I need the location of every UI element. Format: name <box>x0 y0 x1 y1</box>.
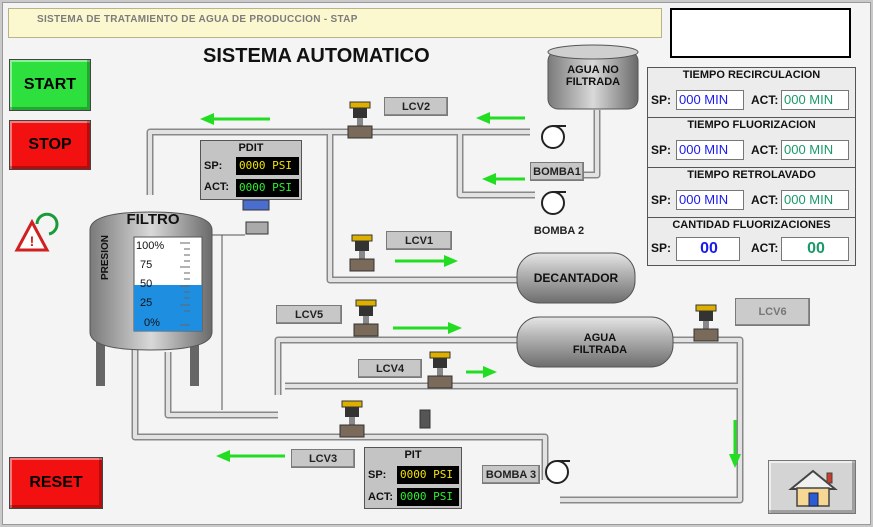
retrolavado-act-label: ACT: <box>751 193 779 207</box>
retrolavado-section: TIEMPO RETROLAVADO SP: 000 MIN ACT: 000 … <box>648 168 855 218</box>
stop-button[interactable]: STOP <box>9 120 91 170</box>
pdit-act-label: ACT: <box>204 181 230 193</box>
recirculacion-act-value: 000 MIN <box>781 90 849 110</box>
page-heading: SISTEMA AUTOMATICO <box>203 45 430 67</box>
pdit-sp-value[interactable]: 0000 PSI <box>236 157 299 175</box>
cantidad-act-label: ACT: <box>751 241 779 255</box>
gauge-tick-75: 75 <box>140 259 153 271</box>
retrolavado-sp-label: SP: <box>651 193 672 207</box>
pit-panel: PIT SP: 0000 PSI ACT: 0000 PSI <box>364 447 462 509</box>
alarm-reset-icon: ! <box>14 212 59 252</box>
pit-sp-value[interactable]: 0000 PSI <box>397 466 459 484</box>
pumps <box>541 125 570 484</box>
pdit-sp-label: SP: <box>204 160 223 172</box>
home-button[interactable] <box>768 460 856 514</box>
svg-text:!: ! <box>30 233 35 249</box>
flow-arrows <box>200 112 741 468</box>
decantador-tank <box>516 252 636 304</box>
recirculacion-section: TIEMPO RECIRCULACION SP: 000 MIN ACT: 00… <box>648 68 855 118</box>
pdit-act-value: 0000 PSI <box>236 179 299 197</box>
reset-button[interactable]: RESET <box>9 457 103 509</box>
cantidad-title: CANTIDAD FLUORIZACIONES <box>672 219 831 231</box>
cantidad-sp-label: SP: <box>651 241 672 255</box>
pdit-panel: PDIT SP: 0000 PSI ACT: 0000 PSI <box>200 140 302 200</box>
recirculacion-title: TIEMPO RECIRCULACION <box>682 69 821 81</box>
timers-panel: TIEMPO RECIRCULACION SP: 000 MIN ACT: 00… <box>647 67 856 266</box>
alarm-display <box>670 8 851 58</box>
bomba2-tag[interactable]: BOMBA 2 <box>533 224 585 237</box>
gauge-tick-50: 50 <box>140 278 153 290</box>
lcv1-tag[interactable]: LCV1 <box>386 231 452 250</box>
agua-filtrada-label: AGUA FILTRADA <box>572 332 628 356</box>
agua-no-filtrada-tank <box>547 44 639 110</box>
bomba3-tag[interactable]: BOMBA 3 <box>482 465 540 484</box>
fluorizacion-section: TIEMPO FLUORIZACION SP: 000 MIN ACT: 000… <box>648 118 855 168</box>
retrolavado-sp-value[interactable]: 000 MIN <box>676 190 744 210</box>
gauge-tick-0: 0% <box>144 317 160 329</box>
pit-sp-label: SP: <box>368 469 387 481</box>
fluorizacion-title: TIEMPO FLUORIZACION <box>687 119 816 131</box>
gauge-tick-100: 100% <box>136 240 165 252</box>
fluorizacion-sp-label: SP: <box>651 143 672 157</box>
agua-no-filtrada-label: AGUA NO FILTRADA <box>565 64 621 88</box>
fluorizacion-act-value: 000 MIN <box>781 140 849 160</box>
pdit-title: PDIT <box>238 142 264 154</box>
start-button[interactable]: START <box>9 59 91 111</box>
recirculacion-sp-value[interactable]: 000 MIN <box>676 90 744 110</box>
pit-act-label: ACT: <box>368 491 394 503</box>
agua-filtrada-tank <box>516 316 674 368</box>
retrolavado-act-value: 000 MIN <box>781 190 849 210</box>
retrolavado-title: TIEMPO RETROLAVADO <box>687 169 816 181</box>
control-valves <box>339 101 719 438</box>
fluorizacion-act-label: ACT: <box>751 143 779 157</box>
presion-label: PRESION <box>100 234 111 280</box>
pit-title: PIT <box>404 449 422 461</box>
transmitters <box>242 199 431 429</box>
cantidad-act-value: 00 <box>781 237 849 261</box>
filtro-label: FILTRO <box>126 211 180 228</box>
home-icon <box>788 469 838 507</box>
bomba1-tag[interactable]: BOMBA1 <box>530 162 584 181</box>
recirculacion-act-label: ACT: <box>751 93 779 107</box>
cantidad-sp-value[interactable]: 00 <box>676 237 740 261</box>
system-title: SISTEMA DE TRATAMIENTO DE AGUA DE PRODUC… <box>37 14 358 25</box>
fluorizacion-sp-value[interactable]: 000 MIN <box>676 140 744 160</box>
lcv6-tag[interactable]: LCV6 <box>735 298 810 326</box>
cantidad-section: CANTIDAD FLUORIZACIONES SP: 00 ACT: 00 <box>648 218 855 265</box>
decantador-label: DECANTADOR <box>533 271 619 285</box>
lcv3-tag[interactable]: LCV3 <box>291 449 355 468</box>
lcv2-tag[interactable]: LCV2 <box>384 97 448 116</box>
pit-act-value: 0000 PSI <box>397 488 459 506</box>
title-bar: SISTEMA DE TRATAMIENTO DE AGUA DE PRODUC… <box>8 8 662 38</box>
gauge-tick-25: 25 <box>140 297 153 309</box>
recirculacion-sp-label: SP: <box>651 93 672 107</box>
filtro-vessel <box>89 211 213 386</box>
lcv5-tag[interactable]: LCV5 <box>276 305 342 324</box>
lcv4-tag[interactable]: LCV4 <box>358 359 422 378</box>
